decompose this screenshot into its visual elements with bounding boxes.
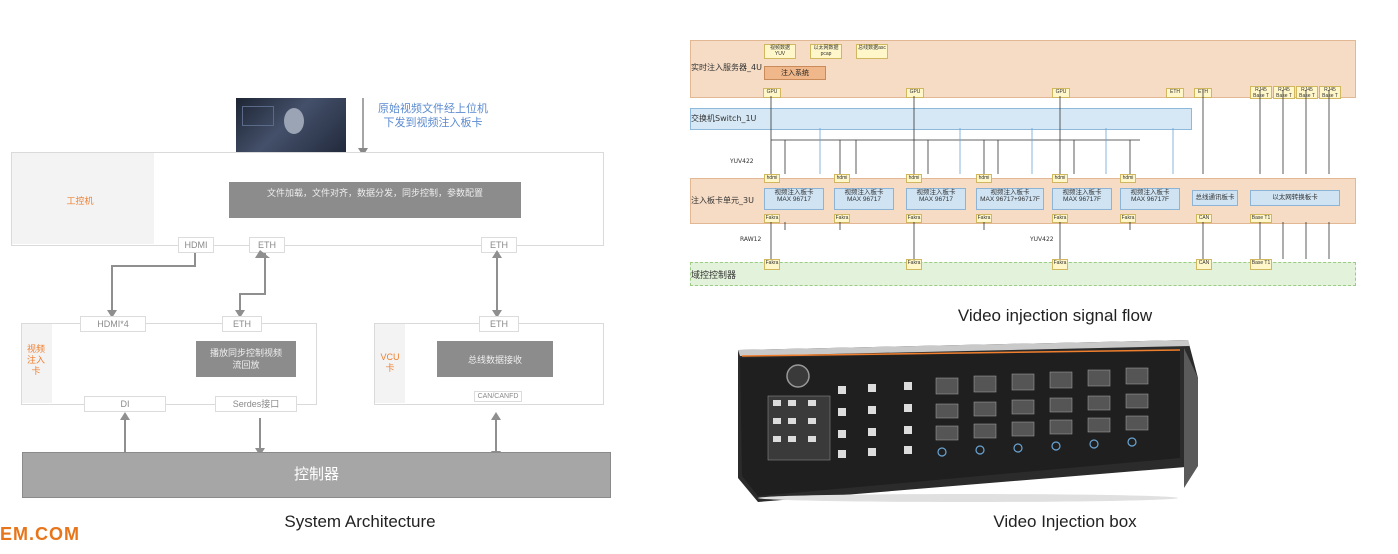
rj45-port-3: RJ45 Base T: [1296, 86, 1318, 99]
injection-box-caption: Video Injection box: [993, 512, 1137, 531]
injection-port-serdes: Serdes接口: [215, 396, 297, 412]
hdmi-port-3: hdmi: [906, 174, 922, 183]
architecture-caption: System Architecture: [284, 512, 436, 531]
vcu-port-can: CAN/CANFD: [474, 391, 522, 402]
domain-controller-band: [690, 262, 1356, 286]
fakra-port-6: Fakra: [1120, 214, 1136, 223]
eth-card: 以太网转换板卡: [1250, 190, 1340, 206]
server-label: 实时注入服务器_4U: [691, 63, 762, 72]
upload-note: 原始视频文件经上位机下发到视频注入板卡: [378, 103, 488, 129]
rj45-port-2: RJ45 Base T: [1273, 86, 1295, 99]
unit-label: 注入板卡单元_3U: [691, 196, 754, 205]
injection-system-box: 注入系统: [764, 66, 826, 80]
vcu-port-eth: ETH: [479, 316, 519, 332]
eth-port-1: ETH: [1166, 88, 1184, 98]
hdmi-port-1: hdmi: [764, 174, 780, 183]
rj45-port-1: RJ45 Base T: [1250, 86, 1272, 99]
card-2-name: 视频注入板卡: [844, 189, 884, 196]
ipc-label: 工控机: [66, 196, 94, 206]
card-4-name: 视频注入板卡: [990, 189, 1030, 196]
fakra-port-2: Fakra: [834, 214, 850, 223]
card-1-model: MAX 96717: [777, 196, 811, 203]
card-6-name: 视频注入板卡: [1130, 189, 1170, 196]
bus-card: 总线通讯板卡: [1192, 190, 1238, 206]
vcu-function-box: 总线数据接收: [437, 341, 553, 377]
card-5-name: 视频注入板卡: [1062, 189, 1102, 196]
ipc-label-panel: [12, 153, 154, 244]
server-item-pcap: 以太网数据pcap: [810, 44, 842, 59]
injection-port-eth: ETH: [222, 316, 262, 332]
injection-card-1: 视频注入板卡 MAX 96717: [764, 188, 824, 210]
ipc-port-hdmi: HDMI: [178, 237, 214, 253]
injection-card-2: 视频注入板卡 MAX 96717: [834, 188, 894, 210]
can-port-top: CAN: [1196, 214, 1212, 223]
video-thumbnail-image: [236, 98, 346, 156]
controller-label: 控制器: [293, 466, 339, 483]
switch-label: 交换机Switch_1U: [691, 114, 757, 123]
card-3-model: MAX 96717: [919, 196, 953, 203]
injection-function-text: 播放同步控制视频流回放: [210, 348, 283, 370]
rj45-port-4: RJ45 Base T: [1319, 86, 1341, 99]
vcu-card-label: VCU卡: [380, 352, 400, 373]
gpu-port-3: GPU: [1052, 88, 1070, 98]
injection-card-3: 视频注入板卡 MAX 96717: [906, 188, 966, 210]
hdmi-port-4: hdmi: [976, 174, 992, 183]
controller-bar: 控制器: [22, 452, 611, 498]
injection-card-4: 视频注入板卡 MAX 96717+96717F: [976, 188, 1044, 210]
gpu-port-2: GPU: [906, 88, 924, 98]
injection-function-box: 播放同步控制视频流回放: [196, 341, 296, 377]
ctrl-fakra-3: Fakra: [1052, 259, 1068, 270]
ctrl-base-t1: Base T1: [1250, 259, 1272, 270]
injection-box-image: [738, 340, 1198, 502]
card-1-name: 视频注入板卡: [774, 189, 814, 196]
yuv422-label-top: YUV422: [730, 158, 754, 165]
watermark-text: EM.COM: [0, 524, 80, 544]
hdmi-port-5: hdmi: [1052, 174, 1068, 183]
signal-flow-connectors: [770, 90, 1330, 259]
injection-card-label: 视频注入卡: [26, 344, 45, 376]
server-item-yuv: 视频数据YUV: [764, 44, 796, 59]
card-5-model: MAX 96717F: [1063, 196, 1101, 203]
ipc-function-text: 文件加载，文件对齐，数据分发，同步控制，参数配置: [266, 188, 483, 198]
ctrl-fakra-1: Fakra: [764, 259, 780, 270]
card-3-name: 视频注入板卡: [916, 189, 956, 196]
injection-card-6: 视频注入板卡 MAX 96717F: [1120, 188, 1180, 210]
hdmi-port-2: hdmi: [834, 174, 850, 183]
gpu-port-1: GPU: [763, 88, 781, 98]
card-6-model: MAX 96717F: [1131, 196, 1169, 203]
card-4-model: MAX 96717+96717F: [980, 196, 1040, 203]
switch-band: [690, 108, 1192, 130]
injection-card-label-panel: [22, 324, 52, 403]
vcu-card-label-panel: [375, 324, 405, 403]
ipc-port-eth: ETH: [249, 237, 285, 253]
ipc-port-eth-2: ETH: [481, 237, 517, 253]
ipc-function-box: 文件加载，文件对齐，数据分发，同步控制，参数配置: [229, 182, 521, 218]
domain-controller-label: 域控控制器: [691, 271, 737, 281]
base-t1-port-top: Base T1: [1250, 214, 1272, 223]
card-2-model: MAX 96717: [847, 196, 881, 203]
signal-flow-caption: Video injection signal flow: [957, 306, 1153, 325]
injection-port-di: DI: [84, 396, 166, 412]
ctrl-fakra-2: Fakra: [906, 259, 922, 270]
vcu-function-text: 总线数据接收: [467, 355, 522, 365]
ctrl-can: CAN: [1196, 259, 1212, 270]
server-item-asc: 总线数据asc: [856, 44, 888, 59]
injection-card-5: 视频注入板卡 MAX 96717F: [1052, 188, 1112, 210]
fakra-port-1: Fakra: [764, 214, 780, 223]
yuv422-label-bottom: YUV422: [1030, 236, 1054, 243]
hdmi-port-6: hdmi: [1120, 174, 1136, 183]
raw12-label: RAW12: [740, 236, 762, 243]
injection-port-hdmi4: HDMI*4: [80, 316, 146, 332]
